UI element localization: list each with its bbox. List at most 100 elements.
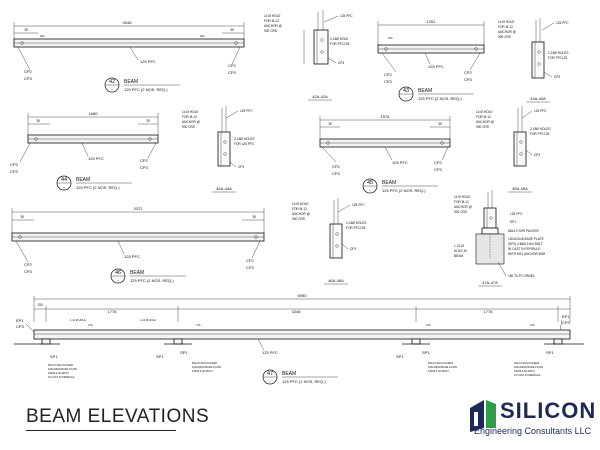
beam-45-length: 1576 xyxy=(381,114,391,119)
sec-45-note-2: FOR M-12 xyxy=(476,115,491,119)
beam-42-dim-a: 35 xyxy=(24,28,28,32)
beam-42-dim-b: 35 xyxy=(230,28,234,32)
beam-42-mark: 42 xyxy=(109,79,115,85)
sec-43-note-3: ANCHOR @ xyxy=(498,30,516,34)
beam-47-ferrule-1: IN CAST IN FERRULE xyxy=(48,375,75,379)
beam-47-ferrule-4: IN CAST IN FERRULE xyxy=(514,373,541,377)
sec-42-tag: CP3 xyxy=(338,61,344,65)
sec-44-note-4: 900 CRS xyxy=(182,125,195,129)
beam-47-tag-cp3: CP3 xyxy=(16,324,25,329)
sec-43-holes: 2-18Ø HOLES xyxy=(548,51,569,55)
sec-44-tag: CP3 xyxy=(238,165,244,169)
beam-44-dim-a: 35 xyxy=(36,119,40,123)
beam-44-spec: 125 PFC (2 NOS. REQ.) xyxy=(76,185,120,190)
beam-43-tag-left-2: CP3 xyxy=(384,79,393,84)
sec-43-note-2: FOR M-12 xyxy=(498,25,513,29)
sec-44-holes: 2-18Ø HOLES xyxy=(234,137,255,141)
sec-44-note-3: ANCHOR @ xyxy=(182,120,200,124)
beam-43-tag-right-2: CP3 xyxy=(464,77,473,82)
sec-47-bolt: (SP2) 1/M06 4.6/s BOLT xyxy=(508,242,543,246)
beam-44-length: 1680 xyxy=(89,111,99,116)
sec-42-cut: 42A-42A xyxy=(312,94,328,99)
beam-45-tag-right-1: CP2 xyxy=(434,160,443,165)
sec-47-member: 125 PFC xyxy=(510,212,523,216)
beam-43-mark: 43 xyxy=(403,88,409,94)
beam-47-support-2 xyxy=(173,338,183,345)
beam-43-tag-right-1: CP2 xyxy=(464,70,473,75)
sec-44-holes-2: FOR 125 PFC xyxy=(234,142,255,146)
beam-42-tag-left-2: CP3 xyxy=(24,76,33,81)
sec-46-holes-2: FOR PFC125 xyxy=(346,226,366,230)
svg-text:–: – xyxy=(117,278,119,282)
beam-46-spec: 125 PFC (2 NOS. REQ.) xyxy=(130,278,174,283)
beam-47-seg-2: 3248 xyxy=(292,309,302,314)
sec-46-note-1: 14 Ø HOLE xyxy=(292,202,308,206)
beam-44-section-label: 125 PFC xyxy=(88,156,104,161)
beam-47-support-4 xyxy=(553,338,563,345)
sec-44-note-2: FOR M-12 xyxy=(182,115,197,119)
beam-45-elevation: 1576 35 35 125 PFC CP2 CP3 CP2 CP3 45 – … xyxy=(319,114,451,194)
beam-47-plate-2: 100x100x8 BASE PLATE xyxy=(192,365,221,369)
sec-47-plate: 100x100x8 BASE PLATE xyxy=(508,237,544,241)
sec-45-profile xyxy=(513,131,527,167)
sec-45-holes: 2-18Ø HOLES xyxy=(530,127,551,131)
beam-47-spec: 125 PFC (1 NOS. REQ.) xyxy=(282,379,326,384)
sec-44-note-1: 14 Ø HOLE xyxy=(182,110,198,114)
sec-46-holes: 2-18Ø HOLES xyxy=(346,221,367,225)
sec-44-member: 125 PFC xyxy=(240,109,253,113)
beam-45-spec: 125 PFC (2 NOS. REQ.) xyxy=(382,188,426,193)
beam-45-tag-left-2: CP3 xyxy=(332,171,341,176)
beam-47-plate-4: 100x100x8 BASE PLATE xyxy=(514,365,543,369)
beam-44-tag-left-2: CP3 xyxy=(10,169,19,174)
sec-47-holes-3: BEAM. xyxy=(454,254,464,258)
section-44a: 14 Ø HOLE FOR M-12 ANCHOR @ 900 CRS 125 … xyxy=(182,106,255,193)
beam-45-tag-right-2: CP3 xyxy=(434,167,443,172)
drawing-title-underline xyxy=(26,430,176,431)
company-subtitle: Engineering Consultants LLC xyxy=(474,426,592,436)
sec-47-note-3: ANCHOR @ xyxy=(454,205,472,209)
beam-45-title: BEAM xyxy=(382,180,396,186)
beam-47-support-3 xyxy=(411,338,421,345)
sec-47-note-4: 900 CRS xyxy=(454,210,467,214)
beam-45-mark: 45 xyxy=(367,180,373,186)
section-46a: 14 Ø HOLE FOR M-12 ANCHOR @ 900 CRS 125 … xyxy=(292,198,367,285)
beam-47-bolt-1: 1/M06 4.6/s BOLT xyxy=(48,371,69,375)
beam-45-tag-left-1: CP2 xyxy=(332,164,341,169)
drawing-title: BEAM ELEVATIONS xyxy=(26,406,209,431)
beam-43-title: BEAM xyxy=(418,88,432,94)
beam-43-note-left: 40A xyxy=(388,36,393,40)
beam-42-spec: 125 PFC (2 NOS. REQ.) xyxy=(124,87,168,92)
beam-43-length: 1202 xyxy=(427,19,437,24)
svg-text:–: – xyxy=(269,379,271,383)
sec-45-holes-2: FOR PFC125 xyxy=(530,132,550,136)
beam-47-mark: 47 xyxy=(267,371,273,377)
sec-42-profile xyxy=(313,29,329,65)
beam-47-d2: 47A xyxy=(196,323,201,327)
beam-46-tag-left-2: CP3 xyxy=(24,269,33,274)
beam-46-elevation: 3372 35 35 125 PFC CP2 CP3 CP2 CP3 46 – … xyxy=(11,206,265,284)
sec-45-tag: CP3 xyxy=(534,153,540,157)
sec-42-note-2: FOR M-12 xyxy=(264,19,279,23)
beam-47-seg-1: 1776 xyxy=(108,309,118,314)
company-brand: SILICON Engineering Consultants LLC xyxy=(474,398,597,436)
beam-47-tag-ep1-right: EP1 xyxy=(562,314,570,319)
svg-text:–: – xyxy=(111,87,113,91)
sec-43-holes-2: FOR PFC125 xyxy=(548,56,568,60)
sec-46-member: 125 PFC xyxy=(352,203,365,207)
sec-47-sp: SP1 xyxy=(510,220,516,224)
beam-42-note-right: 40A xyxy=(200,34,205,38)
beam-44-tag-right-2: CP3 xyxy=(140,165,149,170)
beam-47-plate-3: 100x100x8 BASE PLATE xyxy=(428,365,457,369)
company-name: SILICON xyxy=(500,398,597,423)
beam-44-elevation: 1680 35 35 125 PFC CP3 CP3 CP2 CP3 44 – … xyxy=(10,111,159,191)
beam-47-d1: 47A xyxy=(88,323,93,327)
beam-47-sp-b: SP1 xyxy=(156,354,164,359)
beam-44-tag-left-1: CP3 xyxy=(10,162,19,167)
sec-42-member: 125 PFC xyxy=(340,14,353,18)
beam-47-support-1 xyxy=(41,338,51,345)
beam-42-section-label: 125 PFC xyxy=(140,59,156,64)
beam-47-note-b: 1-10 Ø HOLE xyxy=(140,318,156,322)
sec-43-tag: CP3 xyxy=(554,75,560,79)
beam-42-length: 3048 xyxy=(123,20,133,25)
section-42a: 14 Ø HOLE FOR M-12 ANCHOR @ 900 CRS 125 … xyxy=(264,10,353,101)
